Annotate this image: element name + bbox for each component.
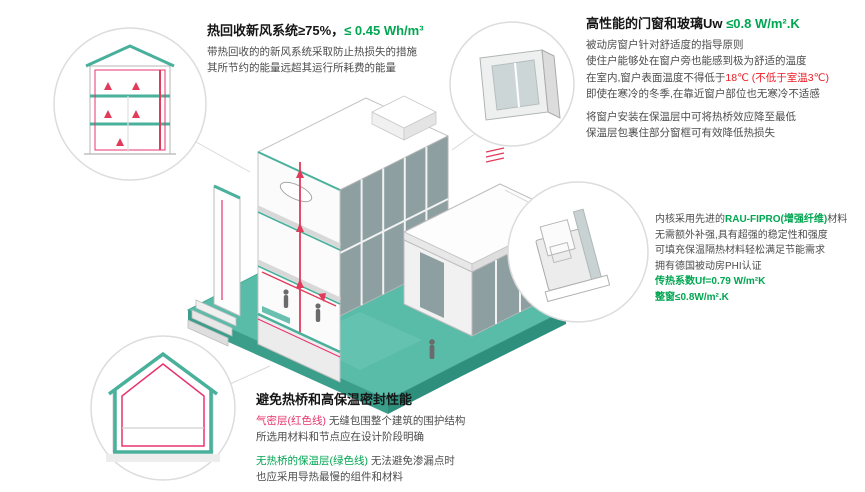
heat-recovery-line-2: 其所节约的能量远超其运行所耗费的能量 (207, 62, 396, 75)
profile-text-block: 内核采用先进的RAU-FIPRO(增强纤维)材料 无需额外补强,具有超强的稳定性… (655, 212, 863, 305)
insulation-layer-label: 无热桥的保温层(绿色线) (256, 454, 368, 467)
callout-connector-lines (195, 132, 529, 385)
thermal-bridge-line-4: 也应采用导热最慢的组件和材料 (256, 470, 403, 483)
windows-text-block: 高性能的门窗和玻璃Uw ≤0.8 W/m².K 被动房窗户针对舒适度的指导原则 … (586, 13, 861, 142)
callout-heat-recovery-section (53, 27, 207, 181)
sectioned-exterior-wall (213, 184, 241, 317)
foundation-cutaway (257, 312, 341, 383)
airtight-layer-label: 气密层(红色线) (256, 415, 326, 427)
heat-recovery-text-block: 热回收新风系统≥75%，≤ 0.45 Wh/m³ 带热回收的的新风系统采取防止热… (207, 20, 507, 77)
windows-title-green: ≤0.8 W/m².K (726, 16, 800, 31)
thermal-bridge-line-2: 所选用材料和节点应在设计阶段明确 (256, 431, 424, 444)
occupant-figures (283, 289, 321, 322)
profile-uw-value: 整窗≤0.8W/m².K (655, 291, 729, 303)
windows-title-black: 高性能的门窗和玻璃Uw (586, 16, 727, 31)
windows-line-3-red: 18℃ (不低于室温3℃) (725, 71, 829, 84)
heat-recovery-line-1: 带热回收的的新风系统采取防止热损失的措施 (207, 46, 417, 58)
windows-line-4: 即使在寒冷的冬季,在靠近窗户部位也无寒冷不适感 (586, 87, 820, 100)
garden-steps (187, 299, 237, 347)
roof-vent-grille (485, 147, 505, 163)
terrace-figure (429, 339, 435, 359)
callout-window-profile (507, 181, 649, 323)
thermal-bridge-line-1: 气密层(红色线) 无缝包围整个建筑的围护结构 (256, 413, 508, 429)
callout-window-corner (449, 21, 575, 147)
heat-recovery-title: 热回收新风系统≥75%，≤ 0.45 Wh/m³ (207, 20, 507, 39)
entry-door (420, 252, 444, 318)
heat-recovery-title-green: ≤ 0.45 Wh/m³ (344, 23, 424, 38)
window-corner-detail-icon (479, 49, 561, 121)
thermal-bridge-line-1-black: 无缝包围整个建筑的围护结构 (326, 415, 466, 427)
thermal-bridge-text-block: 避免热桥和高保温密封性能 气密层(红色线) 无缝包围整个建筑的围护结构 所选用材… (256, 389, 508, 492)
profile-line-4: 拥有德国被动房PHI认证 (655, 260, 762, 272)
thermal-bridge-line-3: 无热桥的保温层(绿色线) 无法避免渗漏点时 (256, 453, 508, 469)
windows-line-3: 在室内,窗户表面温度不得低于18℃ (不低于室温3℃) (586, 70, 861, 86)
profile-line-1a: 内核采用先进的 (655, 214, 725, 225)
thermal-bridge-title: 避免热桥和高保温密封性能 (256, 392, 413, 407)
windows-line-1: 被动房窗户针对舒适度的指导原则 (586, 39, 744, 51)
windows-line-5: 将窗户安装在保温层中可将热桥效应降至最低 (586, 111, 796, 124)
windows-line-6: 保温层包裹住部分窗框可有效降低热损失 (586, 127, 775, 140)
insulated-envelope-section-icon (106, 351, 220, 462)
windows-title: 高性能的门窗和玻璃Uw ≤0.8 W/m².K (586, 13, 861, 32)
heat-recovery-ventilation-section-icon (84, 44, 176, 155)
ventilation-duct-red (261, 162, 337, 338)
profile-line-1-green: RAU-FIPRO(增强纤维) (725, 214, 828, 225)
heat-recovery-title-black: 热回收新风系统≥75%， (207, 23, 345, 38)
profile-line-2: 无需额外补强,具有超强的稳定性和强度 (655, 229, 828, 241)
windows-line-3-black: 在室内,窗户表面温度不得低于 (586, 71, 726, 84)
thermal-bridge-line-3-black: 无法避免渗漏点时 (368, 454, 455, 467)
bathtub-icon (279, 181, 313, 203)
profile-line-1b: 材料 (827, 214, 848, 225)
callout-envelope-section (90, 335, 236, 481)
profile-line-1: 内核采用先进的RAU-FIPRO(增强纤维)材料 (655, 212, 863, 228)
window-profile-cross-section-icon (535, 208, 611, 303)
profile-line-3: 可填充保温隔热材料轻松满足节能需求 (655, 245, 825, 256)
profile-uf-value: 传热系数Uf=0.79 W/m²K (655, 276, 766, 287)
kitchen-counter (262, 306, 290, 324)
windows-line-2: 使住户能够处在窗户旁也能感到极为舒适的温度 (586, 55, 807, 68)
